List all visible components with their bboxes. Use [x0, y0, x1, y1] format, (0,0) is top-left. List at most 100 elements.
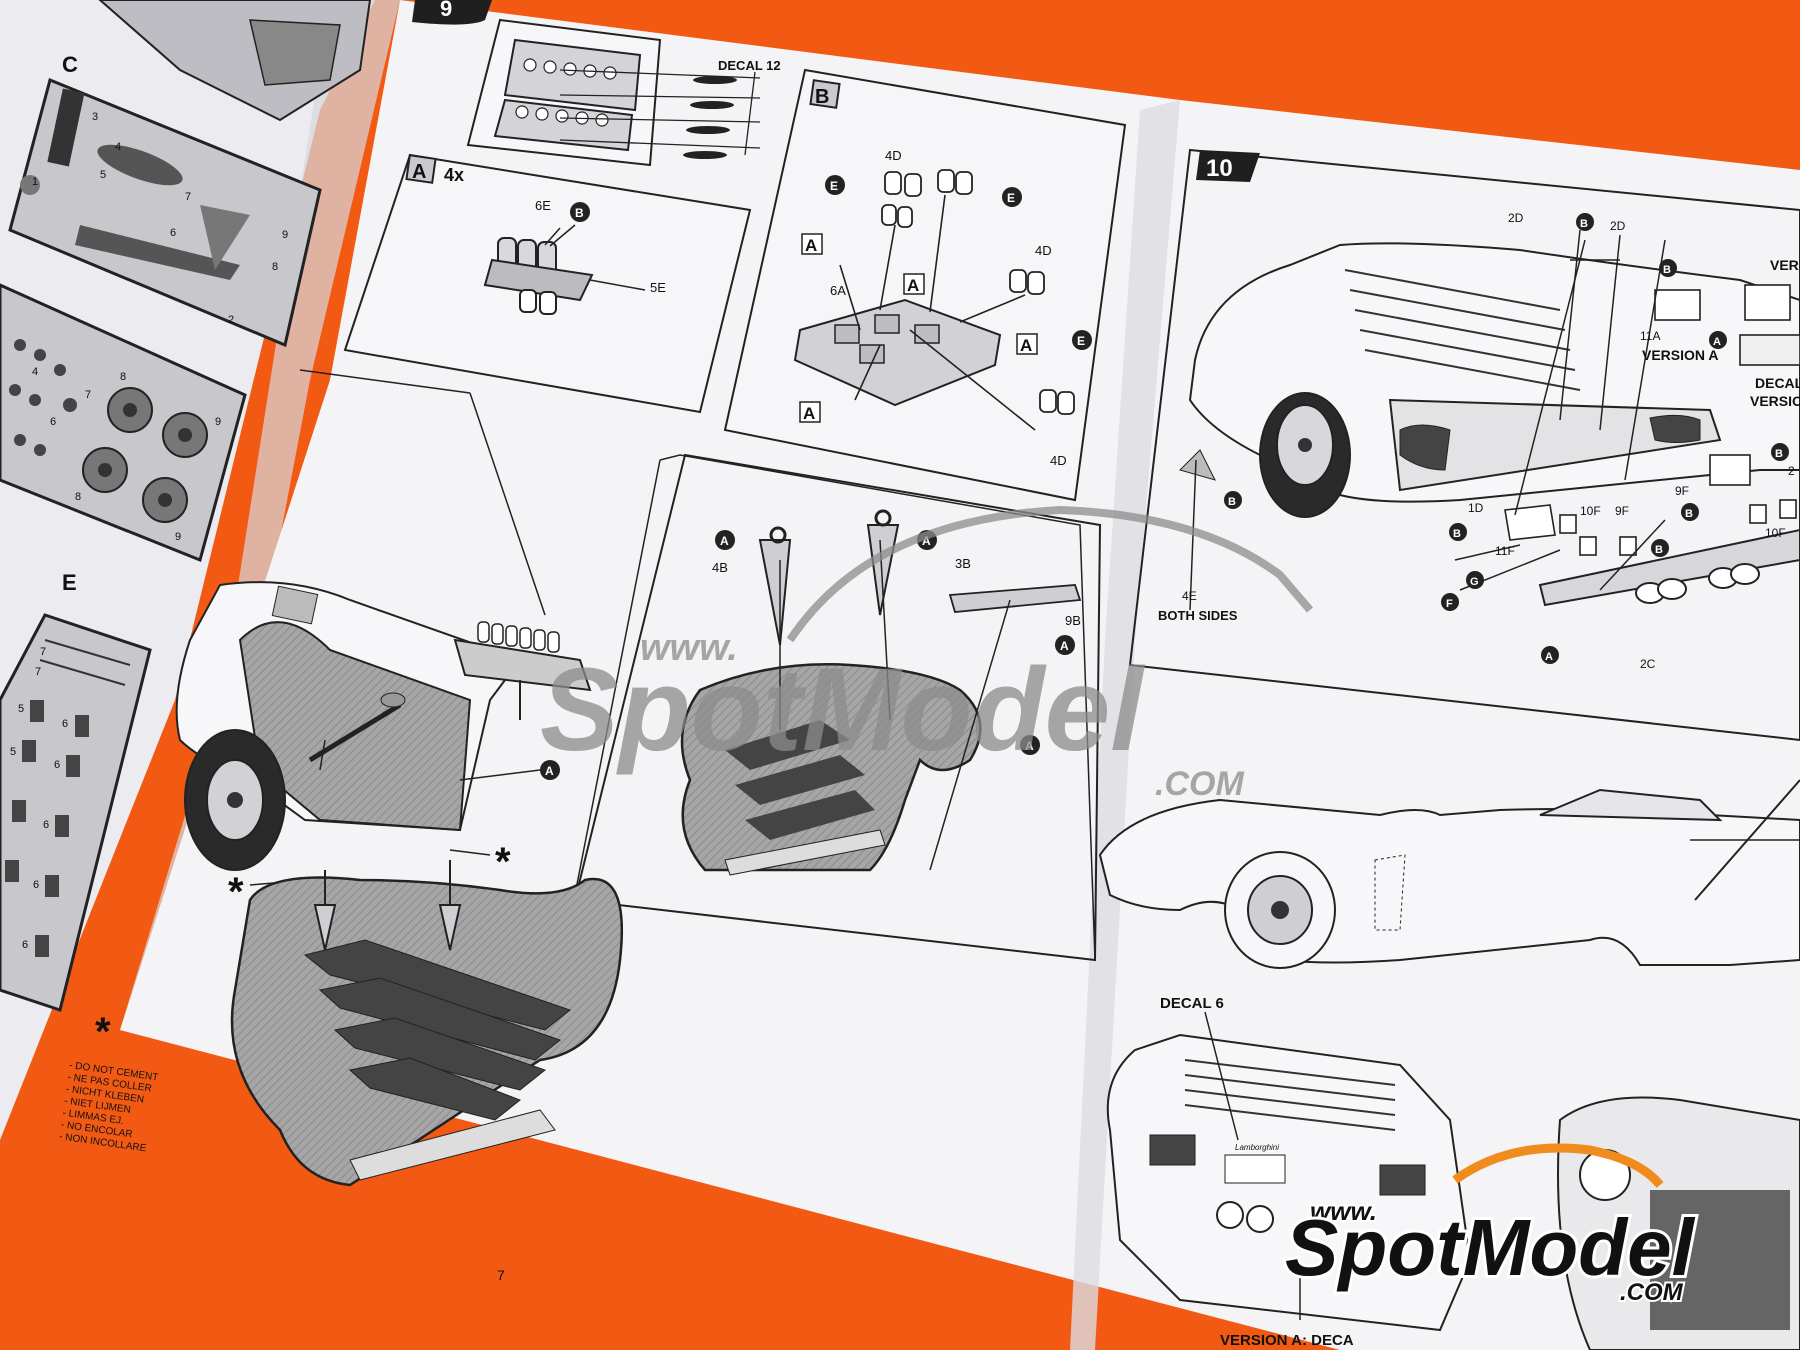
- engine-floor-detail: A 4B A 3B 9B A A: [680, 509, 1082, 876]
- inset-a-count: 4x: [444, 165, 464, 185]
- part-label: 2D: [1508, 211, 1524, 225]
- callout-part: 4B: [712, 560, 728, 575]
- part-label: 2D: [1610, 219, 1626, 233]
- part-label: VERSIO: [1750, 393, 1800, 409]
- sprue-d-num: 9: [175, 531, 181, 543]
- sprue-e-num: 5: [18, 703, 24, 715]
- part-label: A: [1545, 651, 1553, 663]
- rear-badge: Lamborghini: [1235, 1143, 1279, 1152]
- callout-part: 3B: [955, 556, 971, 571]
- page-gutter: [1070, 100, 1180, 1350]
- step-9-number: 9: [440, 0, 452, 21]
- both-sides-label: BOTH SIDES: [1158, 608, 1238, 623]
- floor-pan: [230, 860, 624, 1187]
- inset-b-part: A: [1020, 336, 1032, 355]
- sprue-e-num: 5: [10, 746, 16, 758]
- sprue-e-num: 7: [40, 646, 46, 658]
- sprue-c-num: 8: [272, 261, 278, 273]
- inset-a-part: 5E: [650, 280, 666, 295]
- part-label: 9F: [1675, 484, 1689, 498]
- spotmodel-logo: www. SpotModel .COM: [1282, 1143, 1699, 1308]
- inset-a: A 4x 6E B 5E: [343, 153, 752, 414]
- part-label: B: [1453, 528, 1461, 540]
- step-9-section: 9 DECAL 12 A 4x: [58, 0, 1127, 1283]
- inset-b-part: A: [907, 276, 919, 295]
- sprue-d-num: 9: [215, 416, 221, 428]
- decal-12-label: DECAL 12: [718, 58, 781, 73]
- part-label: F: [1446, 598, 1453, 610]
- part-label: B: [1228, 496, 1236, 508]
- spotmodel-watermark: www. SpotModel .COM: [540, 505, 1314, 803]
- sprue-c-num: 1: [32, 176, 38, 188]
- sprue-e-num: 6: [62, 718, 68, 730]
- no-cement-marker: *: [495, 840, 511, 884]
- step-9-badge: [412, 0, 492, 25]
- inset-a-tag: A: [412, 161, 426, 183]
- sprue-d-num: 6: [50, 416, 56, 428]
- sprue-e-num: 6: [22, 939, 28, 951]
- part-label: DECAL: [1755, 375, 1800, 391]
- sprue-d-num: 8: [75, 491, 81, 503]
- part-label: B: [1685, 508, 1693, 520]
- sprue-c-num: 3: [92, 111, 98, 123]
- version-a-footer: VERSION A: DECA: [1220, 1332, 1354, 1349]
- part-label: VERS: [1770, 257, 1800, 273]
- page-number: 7: [497, 1267, 505, 1283]
- part-label: B: [1663, 264, 1671, 276]
- callout-a: A: [545, 764, 554, 778]
- sprue-label-e: E: [62, 570, 77, 595]
- rear-car-view: [1179, 242, 1800, 518]
- logo-www: www.: [1310, 1196, 1377, 1226]
- sprue-d-num: 4: [32, 366, 38, 378]
- side-profile-car: [1098, 779, 1800, 969]
- step-10-section: 10: [1098, 148, 1800, 1350]
- part-label: 9F: [1615, 504, 1629, 518]
- logo-com: .COM: [1620, 1279, 1684, 1306]
- sprue-label-c: C: [62, 52, 78, 77]
- logo-name: SpotModel: [1285, 1203, 1696, 1292]
- inset-b-part: 6A: [830, 283, 846, 298]
- inset-b-part: E: [830, 179, 838, 193]
- callout-a: A: [1025, 739, 1034, 753]
- step-10-part-labels: 2D B 2D B 11A A VERSION A DECAL VERSIO V…: [1158, 211, 1800, 671]
- no-cement-marker: *: [228, 870, 244, 914]
- note-symbol: *: [95, 1010, 111, 1054]
- watermark-name: SpotModel: [540, 644, 1145, 776]
- inset-b-part: A: [803, 404, 815, 423]
- inset-b: B: [723, 68, 1127, 502]
- part-label: B: [1580, 218, 1588, 230]
- rear-body-assembly: A: [175, 581, 592, 871]
- inset-b-part: 4D: [1035, 243, 1052, 258]
- part-label: 11A: [1640, 329, 1660, 343]
- sprue-c-num: 7: [185, 191, 191, 203]
- inset-b-part: 4D: [1050, 453, 1067, 468]
- sprue-c-num: 2: [228, 314, 234, 326]
- part-label: G: [1470, 576, 1479, 588]
- rear-bumper: [1538, 528, 1800, 607]
- step-10-number: 10: [1206, 155, 1233, 182]
- sprue-c-num: 6: [170, 227, 176, 239]
- rear-straight-view: Lamborghini DECAL 6 VERSION A: DECA: [1106, 995, 1800, 1350]
- part-label: B: [1655, 544, 1663, 556]
- sprue-d-num: 8: [120, 371, 126, 383]
- sprue-c-num: 9: [282, 229, 288, 241]
- inset-a-part: B: [575, 206, 584, 220]
- sprue-d-num: 7: [85, 389, 91, 401]
- step-10-leaders: [1189, 229, 1666, 611]
- part-label: 10F: [1765, 526, 1786, 540]
- part-label: 2: [1788, 464, 1795, 478]
- part-label: VERSION A: [1642, 347, 1719, 363]
- left-page-shadow: [120, 0, 400, 1030]
- inset-b-part: A: [805, 236, 817, 255]
- watermark-www: www.: [640, 627, 738, 669]
- part-label: 4E: [1182, 589, 1197, 603]
- callout-lines: [299, 369, 1096, 961]
- inset-a-part: 6E: [535, 198, 551, 213]
- inset-b-tag: B: [815, 86, 829, 108]
- sprue-c-num: 4: [115, 141, 121, 153]
- inset-b-part: 4D: [885, 148, 902, 163]
- sprue-e-num: 7: [35, 666, 41, 678]
- inset-b-part: E: [1007, 191, 1015, 205]
